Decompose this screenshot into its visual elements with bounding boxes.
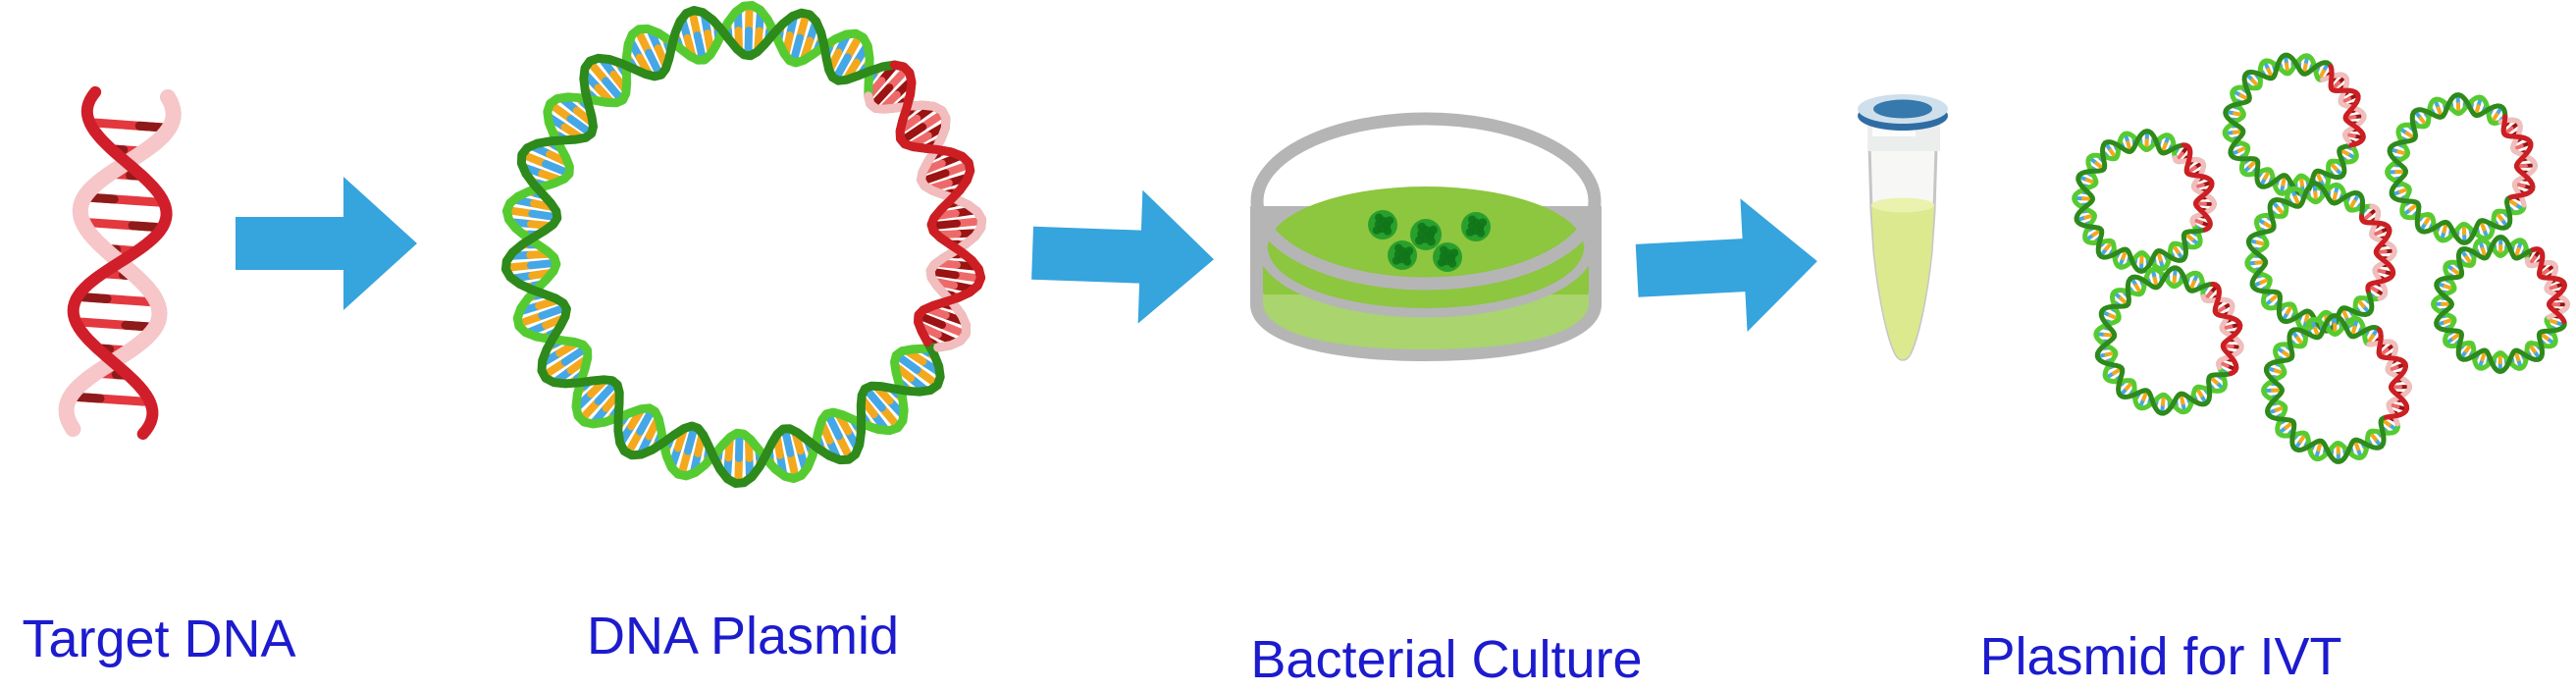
arrow-right-icon <box>236 177 417 310</box>
arrow-right-icon <box>1031 189 1214 324</box>
tube-liquid <box>1871 205 1934 360</box>
plasmid-group-illustration <box>2072 52 2570 464</box>
dish-rim <box>1250 112 1602 291</box>
stage-label-target-dna: Target DNA <box>22 610 296 668</box>
dna-plasmid-illustration <box>500 1 987 488</box>
microtube-illustration <box>1858 94 1948 361</box>
bacterial-colonies <box>1368 210 1491 272</box>
tube-cap-opening <box>1873 99 1932 119</box>
dish-inner-edge <box>1256 244 1596 318</box>
stage-label-bacterial-culture: Bacterial Culture <box>1250 630 1643 689</box>
tube-liquid-surface <box>1871 197 1934 213</box>
stage-label-plasmid-for-ivt: Plasmid for IVT <box>1979 627 2342 686</box>
arrow-right-icon <box>1635 198 1817 333</box>
target-dna-illustration <box>58 85 182 441</box>
stage-label-dna-plasmid: DNA Plasmid <box>586 607 900 665</box>
petri-dish-illustration <box>1250 112 1602 361</box>
